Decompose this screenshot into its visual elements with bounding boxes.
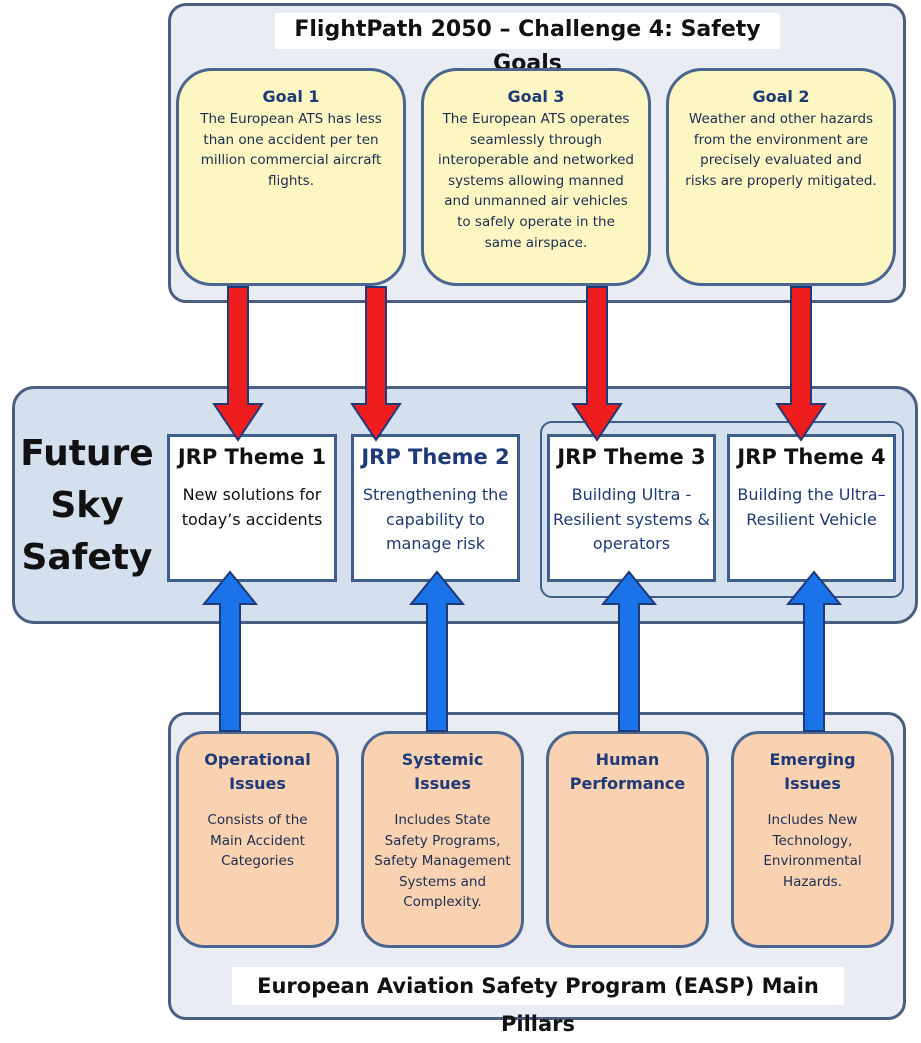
jrp-theme-3-title: JRP Theme 3 — [557, 445, 706, 469]
goal-2-box: Goal 2 Weather and other hazards from th… — [666, 68, 896, 286]
goal-3-text: The European ATS operates seamlessly thr… — [438, 111, 634, 251]
jrp-theme-3-text: Building Ultra - Resilient systems & ope… — [553, 485, 710, 553]
goal-3-title: Goal 3 — [507, 87, 565, 106]
pillar-emerging-title: Emerging Issues — [769, 750, 856, 793]
jrp-theme-2-box: JRP Theme 2 Strengthening the capability… — [351, 434, 520, 582]
jrp-theme-4-text: Building the Ultra–Resilient Vehicle — [737, 485, 886, 529]
goal-2-title: Goal 2 — [752, 87, 810, 106]
goal-1-box: Goal 1 The European ATS has less than on… — [176, 68, 406, 286]
pillar-operational-title: Operational Issues — [204, 750, 311, 793]
themes-3-4-group — [540, 421, 904, 598]
jrp-theme-4-title: JRP Theme 4 — [737, 445, 886, 469]
jrp-theme-4-box: JRP Theme 4 Building the Ultra–Resilient… — [727, 434, 896, 582]
easp-pillars-title: European Aviation Safety Program (EASP) … — [232, 967, 844, 1036]
pillar-systemic-text: Includes State Safety Programs, Safety M… — [374, 812, 511, 911]
pillar-systemic-issues: Systemic Issues Includes State Safety Pr… — [361, 731, 524, 948]
pillar-human-title: Human Performance — [569, 750, 686, 793]
jrp-theme-1-box: JRP Theme 1 New solutions for today’s ac… — [167, 434, 337, 582]
pillar-operational-issues: Operational Issues Consists of the Main … — [176, 731, 339, 948]
title-line-2: Sky — [50, 485, 124, 526]
jrp-theme-2-text: Strengthening the capability to manage r… — [362, 485, 509, 553]
pillar-emerging-issues: Emerging Issues Includes New Technology,… — [731, 731, 894, 948]
jrp-theme-3-box: JRP Theme 3 Building Ultra - Resilient s… — [547, 434, 716, 582]
pillar-human-performance: Human Performance — [546, 731, 709, 948]
title-line-1: Future — [20, 433, 154, 474]
goal-1-text: The European ATS has less than one accid… — [200, 111, 382, 189]
future-sky-safety-title: Future Sky Safety — [18, 428, 156, 588]
jrp-theme-1-title: JRP Theme 1 — [177, 445, 327, 469]
jrp-theme-2-title: JRP Theme 2 — [361, 445, 510, 469]
goal-2-text: Weather and other hazards from the envir… — [685, 111, 877, 189]
jrp-theme-1-text: New solutions for today’s accidents — [181, 485, 323, 529]
goal-1-title: Goal 1 — [262, 87, 320, 106]
goal-3-box: Goal 3 The European ATS operates seamles… — [421, 68, 651, 286]
pillar-emerging-text: Includes New Technology, Environmental H… — [763, 812, 862, 890]
safety-goals-title: FlightPath 2050 – Challenge 4: Safety Go… — [275, 13, 780, 76]
title-line-3: Safety — [21, 537, 153, 578]
pillar-systemic-title: Systemic Issues — [401, 750, 484, 793]
pillar-operational-text: Consists of the Main Accident Categories — [207, 812, 308, 870]
